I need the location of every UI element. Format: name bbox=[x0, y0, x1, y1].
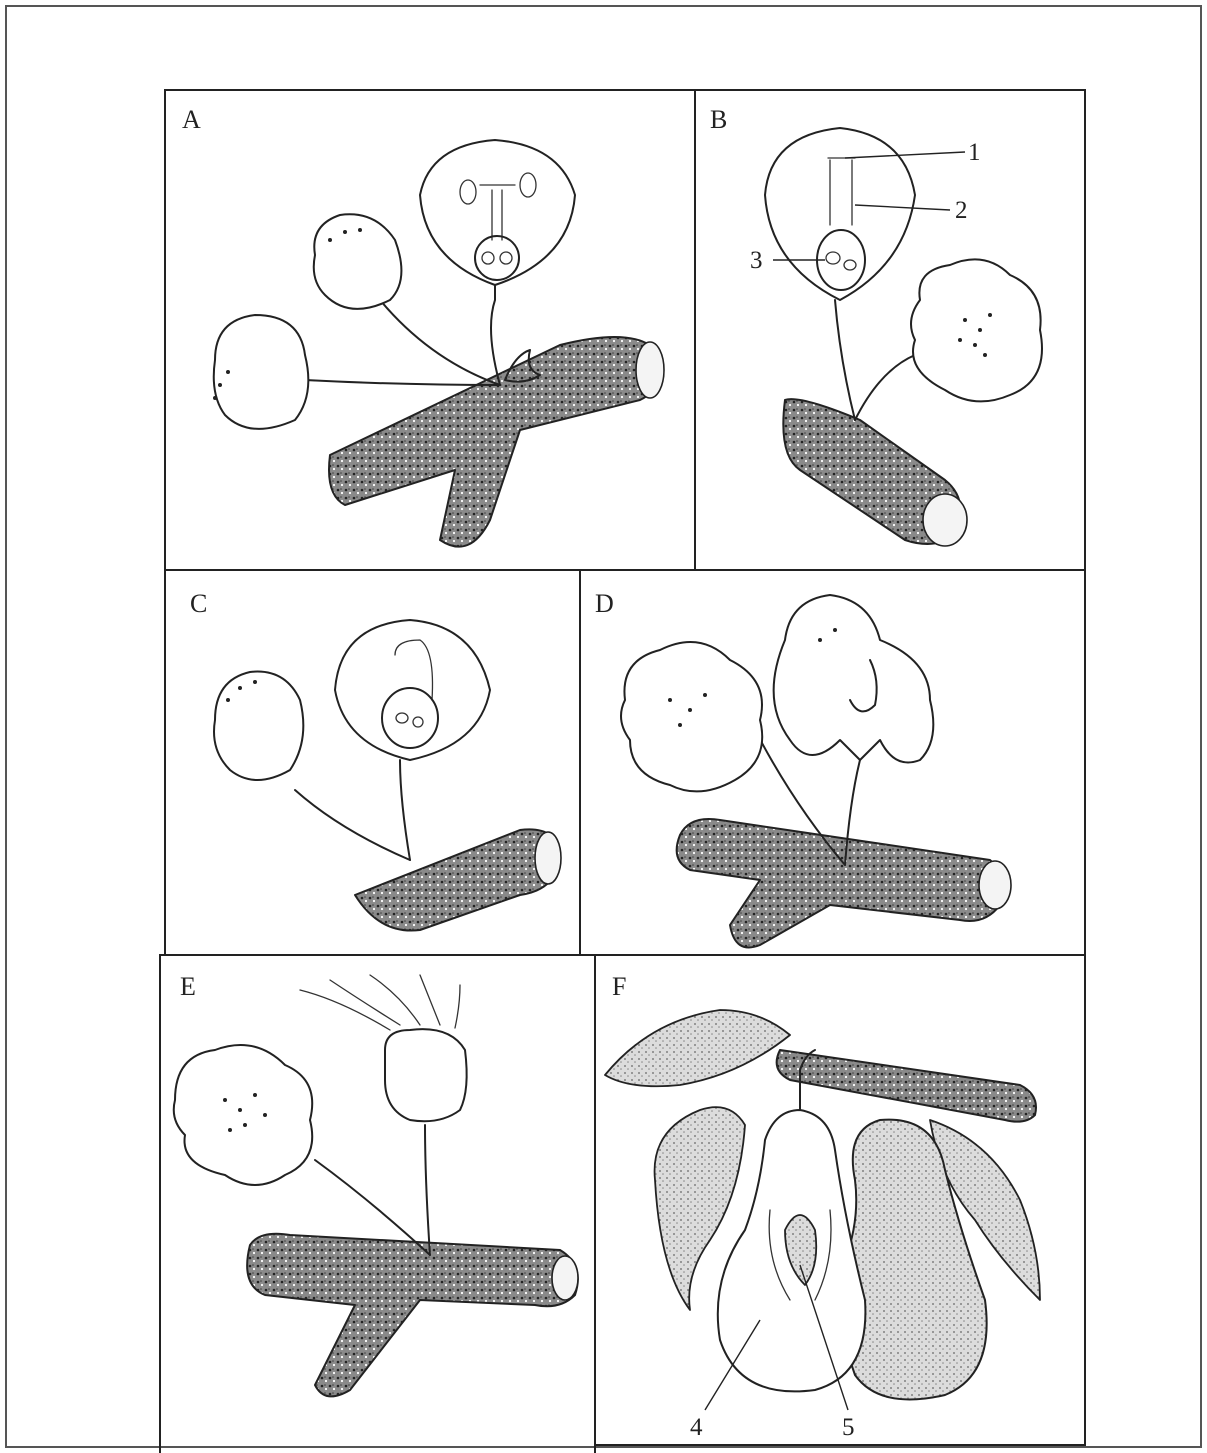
panel-c-bud-flower bbox=[214, 672, 303, 780]
panel-a-branch-cut bbox=[636, 342, 664, 398]
panel-c-letter: C bbox=[190, 589, 207, 618]
panel-c: C bbox=[165, 570, 580, 955]
callout-2: 2 bbox=[955, 197, 968, 224]
panel-b-stalk-1 bbox=[835, 300, 855, 420]
callout-4: 4 bbox=[690, 1414, 703, 1441]
panel-f-branch bbox=[777, 1050, 1036, 1122]
panel-d: D bbox=[580, 570, 1085, 955]
panel-b: B 1 2 3 bbox=[695, 90, 1085, 570]
panel-b-section-flower bbox=[765, 128, 915, 300]
panel-f-leaf-1 bbox=[605, 1010, 790, 1086]
panel-b-open-flower bbox=[911, 259, 1042, 401]
panel-c-branch bbox=[355, 829, 560, 930]
panel-d-letter: D bbox=[595, 589, 614, 618]
panel-e-letter: E bbox=[180, 972, 196, 1001]
panel-e: E bbox=[160, 955, 595, 1453]
panel-a-stalk-3 bbox=[305, 380, 500, 385]
callout-1: 1 bbox=[968, 139, 981, 166]
panel-e-young-fruit bbox=[385, 1029, 467, 1121]
callout-5: 5 bbox=[842, 1414, 855, 1441]
panel-d-branch bbox=[677, 819, 1006, 948]
panel-a-stalk-1 bbox=[491, 285, 500, 385]
panel-a-open-flower bbox=[420, 140, 575, 285]
panel-d-fading-flower bbox=[774, 595, 934, 763]
panel-a: A bbox=[165, 90, 695, 570]
panel-f-letter: F bbox=[612, 972, 626, 1001]
panel-c-stalk-1 bbox=[400, 760, 410, 860]
panel-f: F 4 5 bbox=[595, 955, 1085, 1445]
panel-e-branch bbox=[247, 1234, 578, 1397]
panel-e-stalk-1 bbox=[425, 1125, 430, 1255]
callout-3: 3 bbox=[750, 247, 763, 274]
panel-d-open-flower bbox=[621, 642, 762, 791]
panel-c-stalk-2 bbox=[295, 790, 410, 860]
panel-b-letter: B bbox=[710, 105, 727, 134]
panel-b-branch-cut bbox=[923, 494, 967, 546]
panel-a-letter: A bbox=[182, 105, 201, 134]
panel-e-frame bbox=[160, 955, 595, 1453]
panel-e-open-flower bbox=[174, 1045, 312, 1185]
panel-a-bud-flower bbox=[314, 214, 402, 309]
panel-e-withered-stamens bbox=[300, 975, 460, 1030]
panel-a-stalk-2 bbox=[380, 300, 500, 385]
panel-b-stalk-2 bbox=[855, 355, 915, 420]
